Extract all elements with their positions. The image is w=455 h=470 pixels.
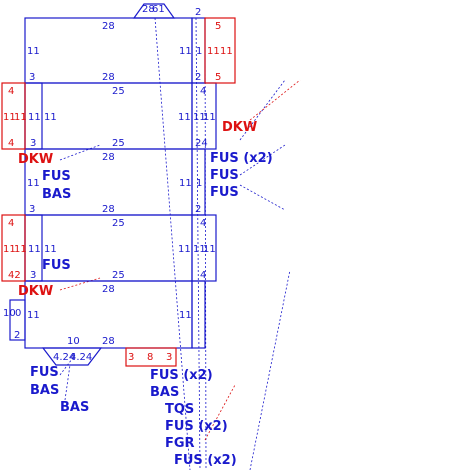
dim-p2-br: 24 [195,138,208,149]
label-fus-x2-2: FUS (x2) [150,368,213,383]
label-dkw-2: DKW [18,152,53,167]
label-fus-x2-1: FUS (x2) [210,151,273,166]
dim-top-right-b: 5 [215,21,221,32]
dim-p3-bottom: 28 [102,204,115,215]
left-tab-2 [1,82,26,150]
dim-p4-bl-b: 3 [30,270,36,281]
panels [9,3,217,366]
dim-p2-right-b: 11 [193,112,206,123]
label-bas-3: BAS [60,400,89,415]
label-fus-1: FUS [42,169,71,184]
dim-p4-bl-a: 42 [8,270,21,281]
dim-p2-tl: 4 [8,86,14,97]
dim-p4-left-d: 11 [44,244,57,255]
dim-p2-bl-a: 4 [8,138,14,149]
dim-p1-bottom: 28 [102,72,115,83]
label-dkw-1: DKW [222,120,257,135]
label-bas-1: BAS [42,187,71,202]
dim-p4-left-a: 11 [3,244,16,255]
dim-p1-right: 11 [179,46,192,57]
label-dkw-3: DKW [18,284,53,299]
dim-p4-top: 25 [112,218,125,229]
dim-p1-corner-r: 2 [195,72,201,83]
dim-p2-left-a: 11 [3,112,16,123]
dim-p4-br: 4 [200,270,206,281]
left-tab-4 [1,214,26,282]
dim-p4-tl: 4 [8,218,14,229]
dim-p4-left-c: 11 [28,244,41,255]
label-tqs: TQS [165,402,194,417]
dim-p1-corner: 3 [29,72,35,83]
label-fus-x2-4: FUS (x2) [174,453,237,468]
dim-red-tab-a: 3 [128,352,134,363]
dim-p5-bottom-b: 28 [102,336,115,347]
right-tab-top [204,17,236,84]
dim-p4-right-c: 11 [203,244,216,255]
panel-5-left-tab [9,299,26,341]
panel-5-right-a [191,280,206,349]
dim-p2-left-b: 11 [14,112,27,123]
dim-side-r-bottom: 5 [215,72,221,83]
dim-p4-left-b: 11 [14,244,27,255]
dim-side-r1: 11 [207,46,220,57]
dim-p5-right: 11 [179,310,192,321]
dim-p5-tab-a: 4.24 [53,352,75,363]
label-fus-x2-3: FUS (x2) [165,419,228,434]
dim-p4-tr: 4 [200,218,206,229]
label-fus-5: FUS [30,365,59,380]
dim-p4-right-a: 11 [178,244,191,255]
dim-top-tab: 28 [142,4,155,15]
dim-p2-left-d: 11 [44,112,57,123]
dim-p2-top: 25 [112,86,125,97]
dim-p4-right-b: 11 [193,244,206,255]
dimension-labels: 28 61 2 5 28 11 11 1 11 11 3 28 2 5 25 4… [3,4,233,363]
dim-p3-top: 28 [102,152,115,163]
dim-p1-top: 28 [102,21,115,32]
bottom-flap [41,347,103,366]
dim-red-tab-c: 3 [166,352,172,363]
dim-p5-left-b: 0 [15,308,21,319]
red-parts [1,17,236,367]
label-fgr: FGR [165,436,195,451]
label-bas-4: BAS [150,385,179,400]
dim-p3-right-b: 1 [196,178,202,189]
red-bottom-tab [125,347,177,367]
dim-p3-corner: 3 [29,204,35,215]
part-labels: DKW DKW FUS (x2) FUS FUS BAS FUS FUS DKW… [18,120,273,468]
label-fus-4: FUS [42,258,71,273]
dim-p3-corner-r: 2 [195,204,201,215]
label-fus-2: FUS [210,168,239,183]
dim-p2-bottom: 25 [112,138,125,149]
dim-p5-top: 28 [102,284,115,295]
dim-p5-left-a: 10 [3,308,16,319]
dim-top-tab-b: 61 [152,4,165,15]
guide-lines [59,17,301,470]
dim-p2-left-c: 11 [28,112,41,123]
dim-p4-bottom: 25 [112,270,125,281]
dim-p5-tab-b: 4.24 [70,352,92,363]
dim-p5-left-c: 11 [27,310,40,321]
dim-p1-right-b: 1 [196,46,202,57]
dim-p3-right: 11 [179,178,192,189]
dim-p3-left: 11 [27,178,40,189]
dim-side-r2: 11 [220,46,233,57]
dim-p2-right-a: 11 [178,112,191,123]
dim-red-tab-b: 8 [147,352,153,363]
dim-p5-bottom-a: 10 [67,336,80,347]
label-bas-2: BAS [30,383,59,398]
dim-p2-tr: 4 [200,86,206,97]
dim-p2-bl-b: 3 [30,138,36,149]
label-fus-3: FUS [210,185,239,200]
dim-p1-left: 11 [27,46,40,57]
dim-p2-right-c: 11 [203,112,216,123]
dim-p5-corner: 2 [14,330,20,341]
dim-top-right-a: 2 [195,7,201,18]
